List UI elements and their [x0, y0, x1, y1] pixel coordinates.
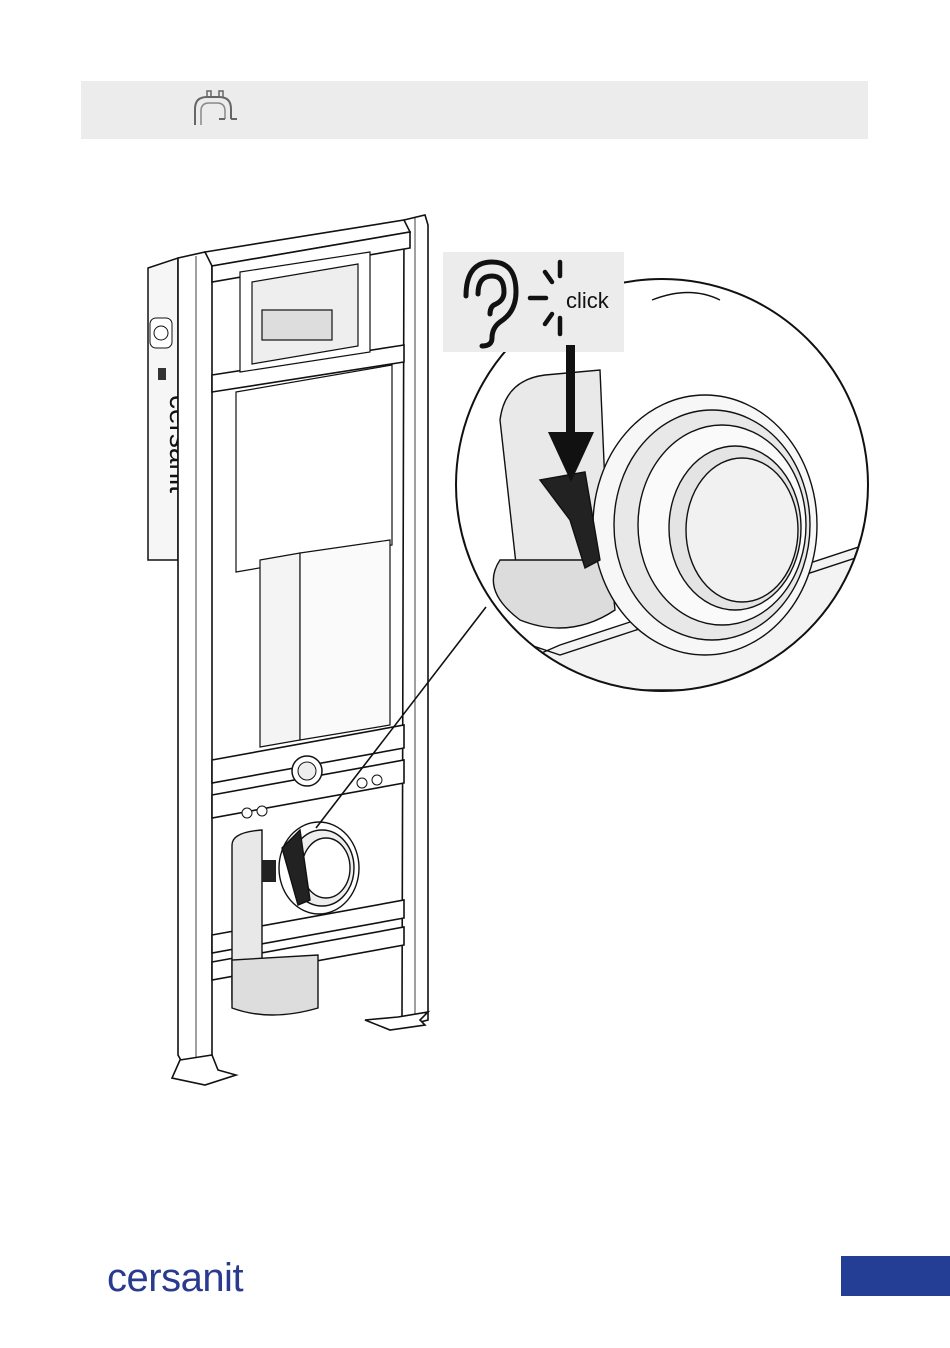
brand-logo: cersanit	[107, 1256, 243, 1301]
page-tab-marker	[841, 1256, 950, 1296]
cistern-front	[236, 252, 392, 747]
click-label: click	[566, 288, 610, 313]
click-callout: click	[443, 252, 624, 352]
